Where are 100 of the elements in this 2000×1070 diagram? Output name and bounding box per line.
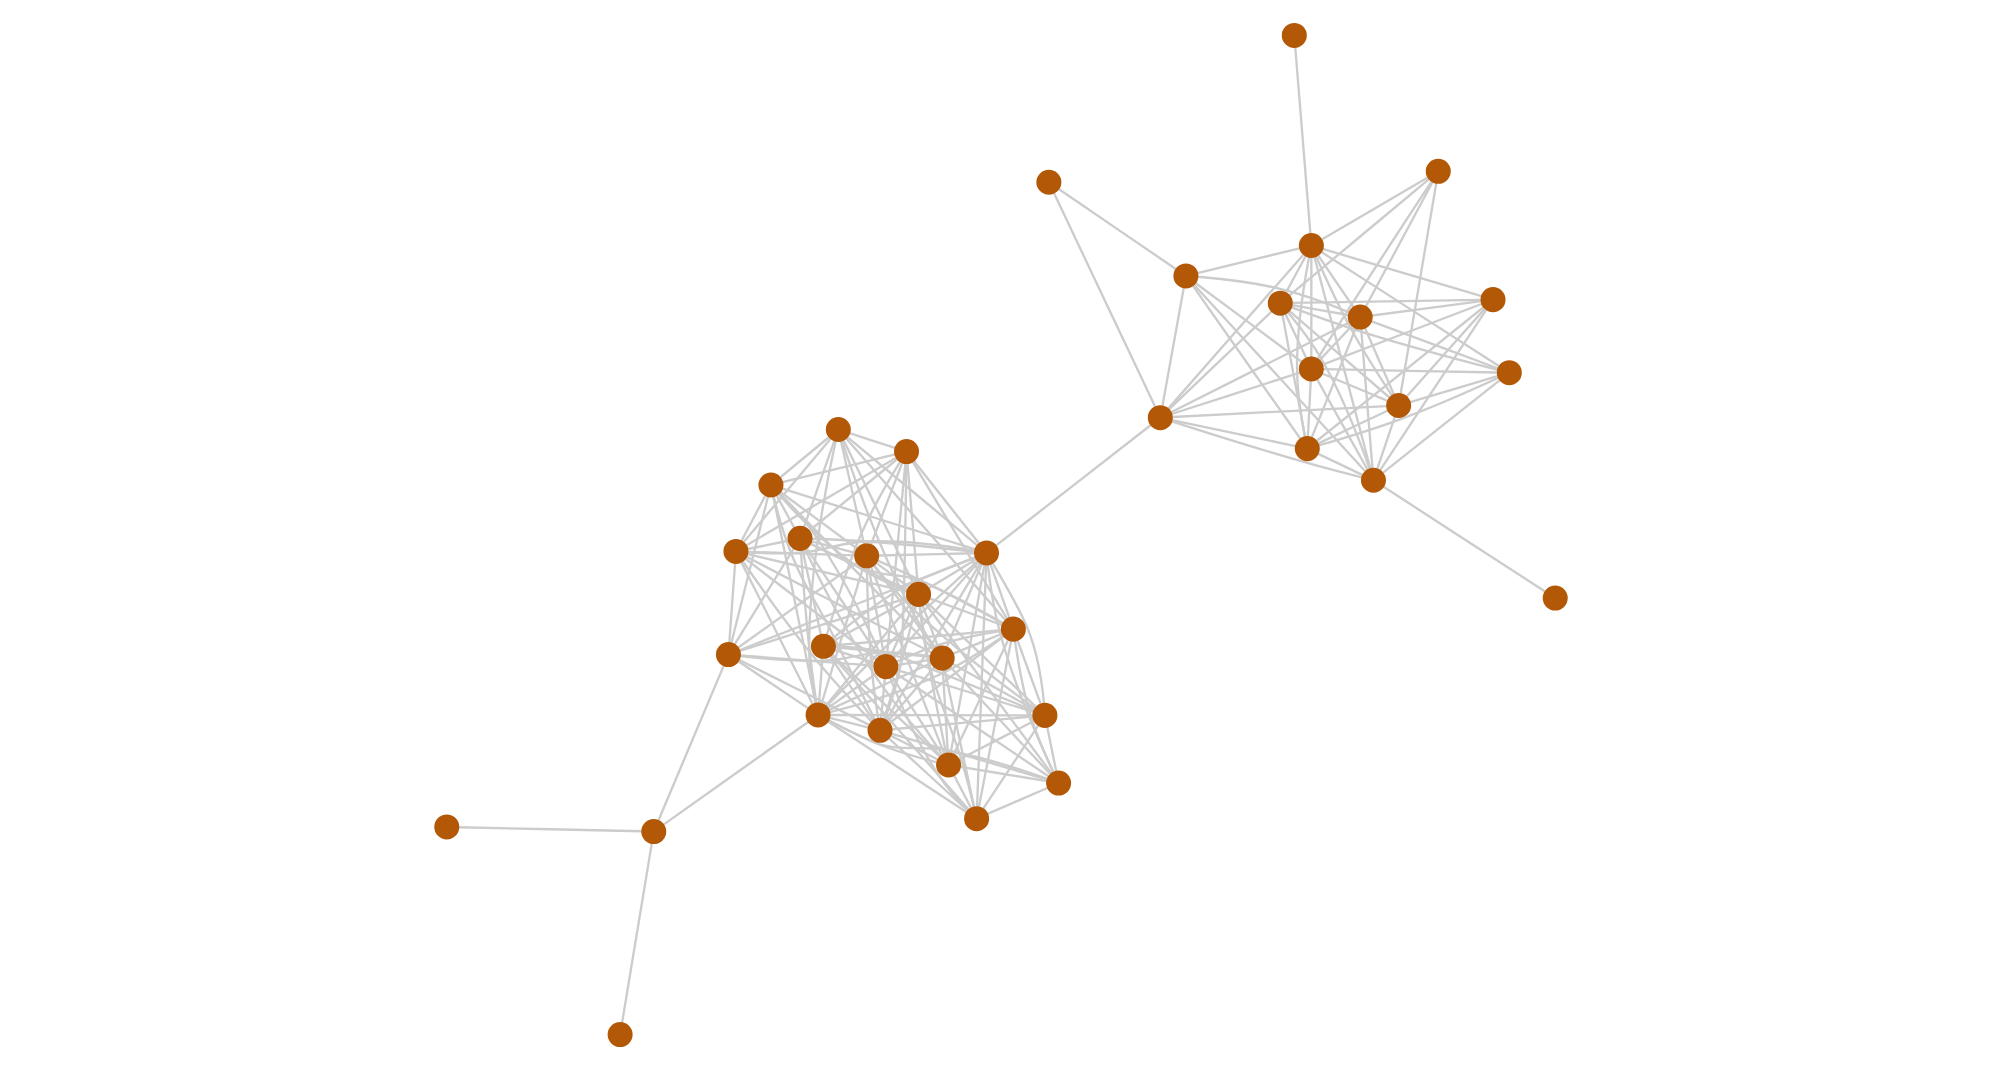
connector bbox=[800, 549, 821, 635]
connector bbox=[738, 596, 907, 653]
node-circle bbox=[1424, 158, 1450, 184]
connector bbox=[830, 653, 940, 758]
connector bbox=[976, 640, 1012, 808]
connector bbox=[1312, 256, 1371, 470]
connector bbox=[887, 635, 1004, 724]
connector bbox=[1309, 327, 1356, 438]
node-circle bbox=[1495, 360, 1521, 386]
connector bbox=[832, 599, 908, 642]
connector bbox=[619, 843, 652, 1024]
node-circle bbox=[640, 819, 666, 845]
connector bbox=[1170, 371, 1300, 416]
connector bbox=[959, 765, 1047, 783]
node-circle bbox=[1031, 702, 1057, 728]
connector bbox=[1160, 287, 1184, 406]
connector bbox=[1317, 409, 1388, 445]
connector bbox=[896, 669, 1033, 713]
node-circle bbox=[893, 439, 919, 465]
connector bbox=[1309, 257, 1312, 358]
connector bbox=[1375, 416, 1396, 470]
node-circle bbox=[1172, 263, 1198, 289]
connector bbox=[846, 436, 978, 547]
connector bbox=[1287, 178, 1429, 297]
connector bbox=[1371, 300, 1481, 317]
connector bbox=[827, 719, 937, 764]
connector bbox=[1317, 325, 1352, 362]
connector bbox=[778, 436, 829, 479]
node-circle bbox=[866, 717, 892, 743]
connector bbox=[926, 558, 977, 590]
connector bbox=[746, 540, 974, 555]
connector bbox=[1359, 328, 1373, 469]
connector bbox=[878, 678, 885, 719]
connector bbox=[1313, 255, 1392, 397]
connector bbox=[810, 537, 974, 553]
connector bbox=[869, 566, 945, 755]
connector bbox=[742, 437, 831, 543]
connector bbox=[834, 646, 930, 659]
node-circle bbox=[804, 702, 830, 728]
connector bbox=[917, 606, 947, 754]
connector bbox=[1194, 282, 1302, 363]
connector bbox=[888, 677, 969, 812]
connector bbox=[828, 716, 869, 729]
connector bbox=[948, 564, 985, 754]
connector bbox=[807, 458, 898, 532]
connector bbox=[981, 725, 1039, 810]
node-circle bbox=[1035, 169, 1061, 195]
connector bbox=[803, 549, 941, 757]
node-circle bbox=[1346, 304, 1372, 330]
connector bbox=[1370, 320, 1498, 370]
connector bbox=[801, 440, 835, 528]
connector bbox=[1051, 192, 1156, 408]
node-circle bbox=[1359, 467, 1385, 493]
node-circle bbox=[853, 543, 879, 569]
connector bbox=[809, 543, 1003, 625]
connector bbox=[740, 560, 872, 723]
connector bbox=[798, 550, 817, 704]
connector bbox=[833, 648, 874, 664]
connector bbox=[1290, 304, 1348, 317]
connector bbox=[951, 774, 972, 809]
connector bbox=[1317, 376, 1498, 447]
connector bbox=[874, 561, 909, 589]
connector bbox=[738, 556, 975, 652]
connector bbox=[824, 602, 911, 707]
node-circle bbox=[1297, 356, 1323, 382]
connector bbox=[891, 561, 979, 659]
connector bbox=[838, 441, 865, 545]
connector bbox=[948, 666, 1051, 775]
connector bbox=[1290, 306, 1497, 371]
connector bbox=[1190, 285, 1301, 440]
connector bbox=[877, 552, 974, 557]
connector bbox=[894, 672, 1049, 778]
connector bbox=[917, 606, 975, 808]
connector bbox=[744, 555, 931, 654]
connector bbox=[928, 597, 1002, 627]
connector bbox=[940, 670, 948, 753]
connector bbox=[896, 658, 930, 666]
connector bbox=[1057, 188, 1176, 271]
node-circle bbox=[722, 538, 748, 564]
connector bbox=[1363, 181, 1433, 308]
connector bbox=[1283, 255, 1306, 294]
connector bbox=[1321, 247, 1481, 298]
connector bbox=[925, 602, 1036, 708]
connector bbox=[1167, 310, 1272, 411]
node-circle bbox=[999, 616, 1025, 642]
connector bbox=[866, 567, 884, 655]
connector bbox=[1381, 379, 1500, 474]
connector bbox=[1015, 639, 1041, 705]
connector bbox=[848, 432, 895, 449]
connector bbox=[1315, 180, 1432, 359]
connector bbox=[1196, 275, 1349, 314]
connector bbox=[732, 548, 794, 646]
connector bbox=[834, 645, 1034, 712]
connector bbox=[1286, 311, 1370, 470]
connector bbox=[839, 440, 936, 650]
connector bbox=[910, 461, 1008, 620]
connector bbox=[944, 563, 982, 648]
connector bbox=[889, 734, 938, 761]
connector bbox=[1170, 420, 1361, 479]
connector bbox=[819, 566, 864, 704]
